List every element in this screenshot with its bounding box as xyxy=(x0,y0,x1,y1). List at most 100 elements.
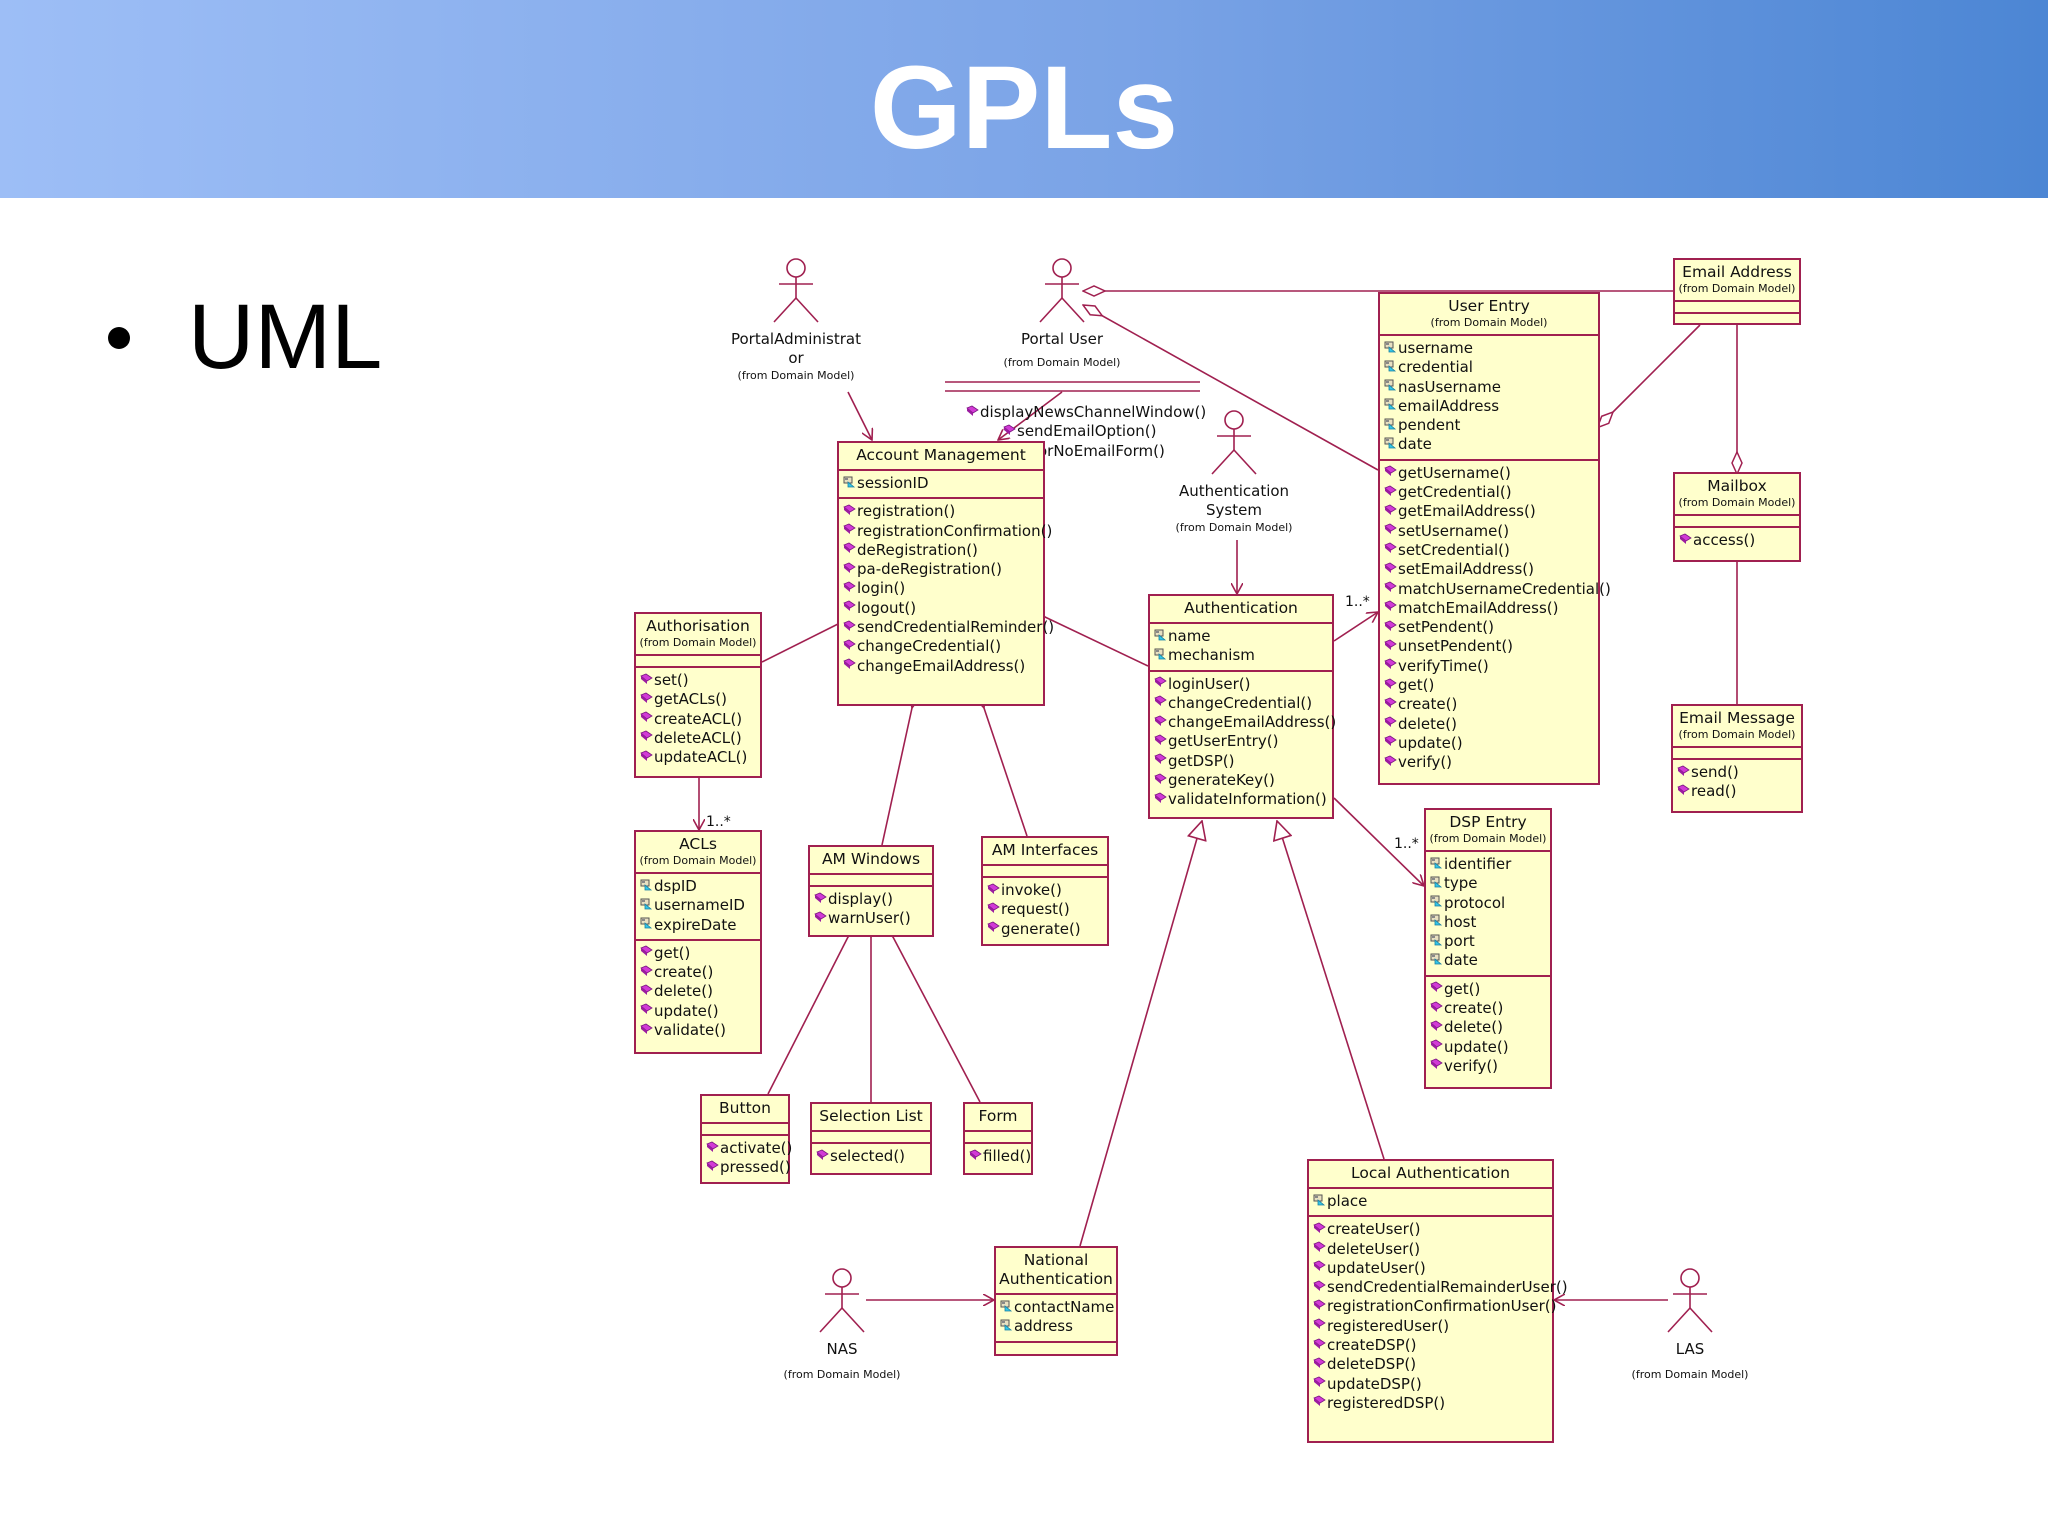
operation-row: create() xyxy=(1384,695,1596,714)
actor-stick-figure-icon xyxy=(1211,410,1257,475)
operation-name: delete() xyxy=(654,982,713,1001)
operation-icon xyxy=(1430,1039,1443,1051)
attribute-row: date xyxy=(1430,951,1548,970)
actor-stick-figure-icon xyxy=(819,1268,865,1333)
attribute-name: date xyxy=(1398,435,1432,454)
attribute-icon xyxy=(1384,360,1397,372)
attribute-row: address xyxy=(1000,1317,1114,1336)
operation-row: delete() xyxy=(640,982,758,1001)
operation-name: displayNewsChannelWindow() xyxy=(980,403,1207,421)
class-name: AM Interfaces xyxy=(991,841,1099,859)
class-name: Button xyxy=(719,1099,771,1117)
operation-row: registrationConfirmation() xyxy=(843,522,1052,541)
operations-compartment: get()create()delete()update()verify() xyxy=(1426,977,1550,1080)
attribute-icon xyxy=(1384,341,1397,353)
attribute-icon xyxy=(1430,953,1443,965)
operation-name: create() xyxy=(1398,695,1458,714)
operation-row: getUsername() xyxy=(1384,464,1596,483)
operation-name: update() xyxy=(1398,733,1463,752)
operation-name: matchEmailAddress() xyxy=(1398,598,1559,617)
actor-stick-figure-icon xyxy=(1039,258,1085,323)
attribute-name: place xyxy=(1327,1192,1368,1210)
operation-name: read() xyxy=(1691,782,1737,801)
operation-icon xyxy=(1154,773,1167,785)
operation-icon xyxy=(843,600,856,612)
class-selection-list: Selection List selected() xyxy=(810,1102,932,1175)
multiplicity-acls: 1..* xyxy=(706,814,731,830)
attribute-icon xyxy=(640,898,653,910)
attribute-name: sessionID xyxy=(857,474,929,492)
bullet-text: UML xyxy=(188,286,383,388)
operation-name: invoke() xyxy=(1001,881,1062,899)
attribute-name: type xyxy=(1444,874,1478,893)
class-header: User Entry(from Domain Model) xyxy=(1380,294,1598,336)
operations-compartment: set()getACLs()createACL()deleteACL()upda… xyxy=(636,668,760,771)
operation-row: selected() xyxy=(816,1147,928,1166)
operation-icon xyxy=(1003,424,1016,436)
attribute-name: dspID xyxy=(654,877,697,895)
operation-icon xyxy=(1677,784,1690,796)
operation-icon xyxy=(1384,600,1397,612)
operation-row: create() xyxy=(1430,999,1548,1018)
operation-name: registrationConfirmationUser() xyxy=(1327,1297,1557,1316)
operation-name: sendCredentialReminder() xyxy=(857,618,1055,637)
class-header: AM Windows xyxy=(810,847,932,875)
operation-row: matchUsernameCredential() xyxy=(1384,580,1611,599)
attribute-icon xyxy=(843,476,856,488)
attribute-name: nasUsername xyxy=(1398,377,1501,396)
operation-name: getDSP() xyxy=(1168,751,1235,770)
assoc-amwindows-form xyxy=(893,937,981,1103)
operations-compartment: access() xyxy=(1675,528,1799,554)
operation-icon xyxy=(640,984,653,996)
class-name: Form xyxy=(978,1107,1018,1125)
attribute-name: date xyxy=(1444,951,1478,970)
attributes-compartment xyxy=(810,875,932,887)
attribute-row: name xyxy=(1154,627,1330,646)
attribute-name: host xyxy=(1444,912,1477,931)
operation-row: registrationConfirmationUser() xyxy=(1313,1297,1556,1316)
operation-row: unsetPendent() xyxy=(1384,637,1596,656)
operation-name: verify() xyxy=(1444,1056,1499,1075)
attribute-icon xyxy=(1384,379,1397,391)
operation-icon xyxy=(1384,755,1397,767)
operation-row: get() xyxy=(1430,980,1548,999)
operation-icon xyxy=(1430,1058,1443,1070)
actor-stick-figure-icon xyxy=(1667,1268,1713,1333)
class-name: AM Windows xyxy=(821,850,921,868)
operation-icon xyxy=(1313,1260,1326,1272)
operation-row: createACL() xyxy=(640,710,758,729)
operation-row: verify() xyxy=(1384,753,1596,772)
operation-name: setUsername() xyxy=(1398,521,1510,540)
operation-name: changeEmailAddress() xyxy=(857,656,1026,675)
attribute-name: protocol xyxy=(1444,893,1506,912)
operation-row: updateUser() xyxy=(1313,1259,1550,1278)
operation-icon xyxy=(1430,1001,1443,1013)
operation-icon xyxy=(1154,734,1167,746)
operations-compartment xyxy=(1675,314,1799,324)
operation-name: generateKey() xyxy=(1168,771,1275,790)
operation-name: createUser() xyxy=(1327,1220,1421,1239)
actor-name: PortalAdministrat xyxy=(730,330,861,348)
class-from: (from Domain Model) xyxy=(1430,316,1548,329)
class-name: ACLs xyxy=(679,835,717,853)
operation-row: deleteDSP() xyxy=(1313,1355,1550,1374)
attribute-icon xyxy=(640,917,653,929)
attribute-name: credential xyxy=(1398,358,1473,377)
operation-name: updateDSP() xyxy=(1327,1374,1422,1393)
operation-row: matchEmailAddress() xyxy=(1384,599,1596,618)
operation-name: login() xyxy=(857,579,906,598)
operation-row: generateKey() xyxy=(1154,771,1330,790)
class-name: Account Management xyxy=(856,446,1026,464)
class-header: Selection List xyxy=(812,1104,930,1132)
attribute-row: emailAddress xyxy=(1384,397,1596,416)
attribute-row: sessionID xyxy=(843,474,1041,493)
attributes-compartment: sessionID xyxy=(839,471,1043,500)
operation-icon xyxy=(640,945,653,957)
operation-row: invoke() xyxy=(987,881,1105,900)
operation-icon xyxy=(814,911,827,923)
class-header: Button xyxy=(702,1096,788,1124)
class-name: National xyxy=(1023,1251,1089,1269)
operation-name: access() xyxy=(1693,531,1756,549)
